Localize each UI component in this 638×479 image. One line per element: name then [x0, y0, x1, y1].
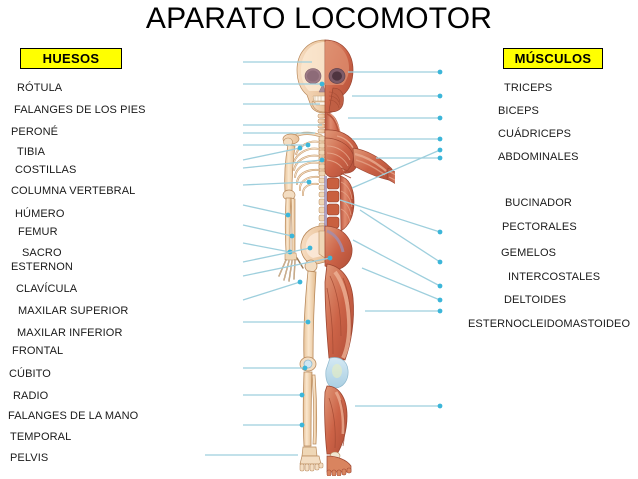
bone-label-11: MAXILAR SUPERIOR	[18, 305, 129, 317]
bone-label-5: COLUMNA VERTEBRAL	[11, 185, 136, 197]
bone-label-10: CLAVÍCULA	[16, 283, 78, 295]
bones-heading-box: HUESOS	[20, 48, 122, 69]
muscle-label-5: PECTORALES	[502, 221, 577, 233]
bone-label-17: TEMPORAL	[10, 431, 72, 443]
leader-right-dot-9	[437, 297, 443, 303]
muscle-label-6: GEMELOS	[501, 247, 557, 259]
anatomy-figure	[278, 39, 395, 476]
muscles-heading-box: MÚSCULOS	[503, 48, 603, 69]
leader-right-dot-4	[437, 155, 443, 161]
muscle-label-9: ESTERNOCLEIDOMASTOIDEO	[468, 318, 631, 330]
bone-label-4: COSTILLAS	[15, 164, 77, 176]
bone-label-16: FALANGES DE LA MANO	[8, 410, 139, 422]
bone-label-8: SACRO	[22, 247, 62, 259]
bone-label-2: PERONÉ	[11, 126, 59, 138]
leader-right-dot-2	[437, 115, 443, 121]
bone-label-15: RADIO	[13, 390, 49, 402]
skeleton-half	[278, 39, 326, 472]
muscle-label-3: ABDOMINALES	[498, 151, 579, 163]
leader-right-dot-1	[437, 93, 443, 99]
muscle-label-2: CUÁDRICEPS	[498, 128, 572, 140]
bone-label-6: HÚMERO	[15, 208, 65, 220]
muscle-label-0: TRICEPS	[504, 82, 553, 94]
muscle-label-1: BICEPS	[498, 105, 539, 117]
bone-label-3: TIBIA	[17, 146, 46, 158]
muscle-label-7: INTERCOSTALES	[508, 271, 601, 283]
leader-right-dot-11	[437, 403, 443, 409]
leader-right-dot-5	[437, 147, 443, 153]
bone-label-1: FALANGES DE LOS PIES	[14, 104, 146, 116]
bone-label-9: ESTERNON	[11, 261, 73, 273]
bone-label-7: FEMUR	[18, 226, 58, 238]
leader-right-dot-0	[437, 69, 443, 75]
bone-label-12: MAXILAR INFERIOR	[17, 327, 123, 339]
leader-right-dot-10	[437, 308, 443, 314]
bone-label-13: FRONTAL	[12, 345, 64, 357]
musculature-half	[324, 39, 395, 476]
page-title: APARATO LOCOMOTOR	[145, 2, 493, 35]
leader-right-dot-7	[437, 259, 443, 265]
leader-right-dot-3	[437, 136, 443, 142]
bone-label-18: PELVIS	[10, 452, 49, 464]
muscle-label-4: BUCINADOR	[505, 197, 572, 209]
muscle-label-8: DELTOIDES	[504, 294, 567, 306]
leader-right-dot-6	[437, 229, 443, 235]
leader-right-dot-8	[437, 283, 443, 289]
bone-label-14: CÚBITO	[9, 368, 51, 380]
bone-label-0: RÓTULA	[17, 82, 63, 94]
